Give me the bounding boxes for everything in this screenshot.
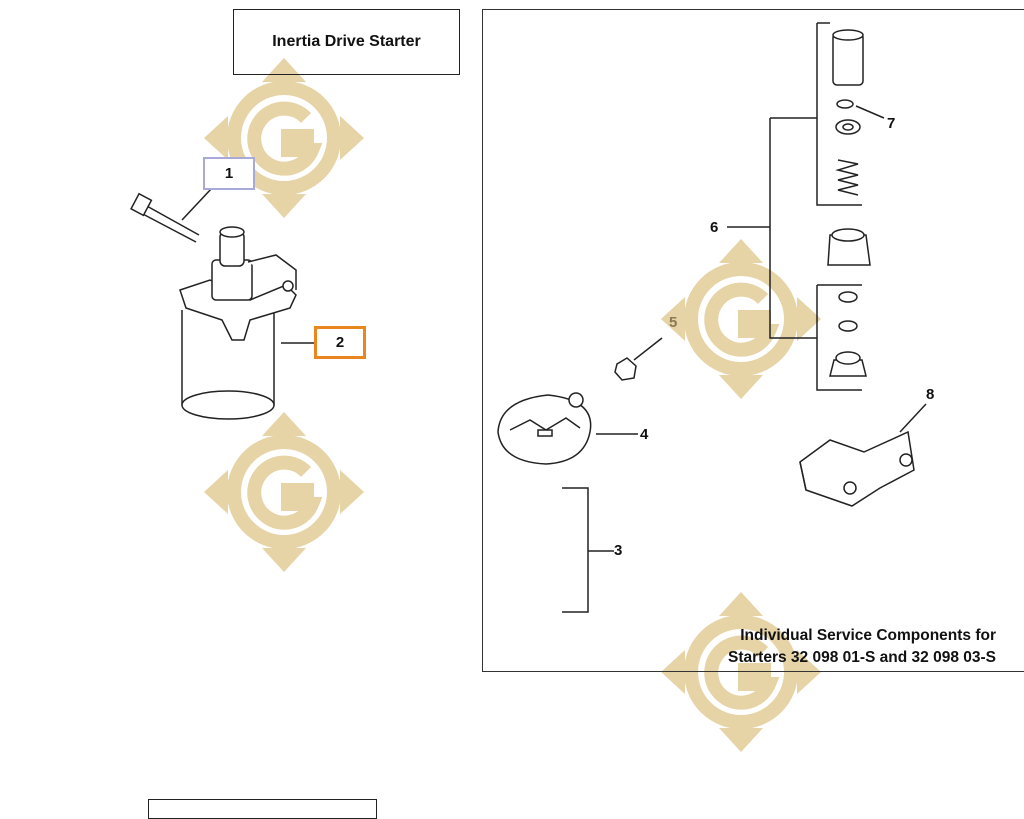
diagram-title: Inertia Drive Starter: [233, 9, 460, 75]
callout-5[interactable]: 5: [669, 314, 678, 331]
lower-label-box: [148, 799, 377, 819]
service-caption-line-1: Individual Service Components for: [740, 627, 996, 644]
starter-motor-part-2: [179, 226, 297, 420]
callout-7[interactable]: 7: [887, 115, 896, 132]
callout-2[interactable]: 2: [314, 326, 366, 359]
service-components-caption: Individual Service Components for Starte…: [650, 625, 996, 669]
service-caption-line-2: Starters 32 098 01-S and 32 098 03-S: [728, 649, 996, 666]
callout-1[interactable]: 1: [203, 157, 255, 190]
nut-part-5: [614, 337, 663, 381]
callout-6[interactable]: 6: [710, 219, 719, 236]
end-cap-part-8: [799, 403, 927, 507]
service-components-panel: [482, 9, 1024, 672]
watermark-logo-icon: [204, 412, 364, 572]
callout-8[interactable]: 8: [926, 386, 935, 403]
drive-components-part-6: [827, 29, 871, 377]
starter-assembly-drawing: [130, 22, 927, 613]
watermark-logo-icon: [204, 58, 364, 218]
callout-3[interactable]: 3: [614, 542, 623, 559]
bolt-part-1: [130, 192, 200, 243]
callout-4[interactable]: 4: [640, 426, 649, 443]
through-bolt-part-3: [562, 487, 614, 613]
brush-plate-part-4: [497, 392, 638, 465]
